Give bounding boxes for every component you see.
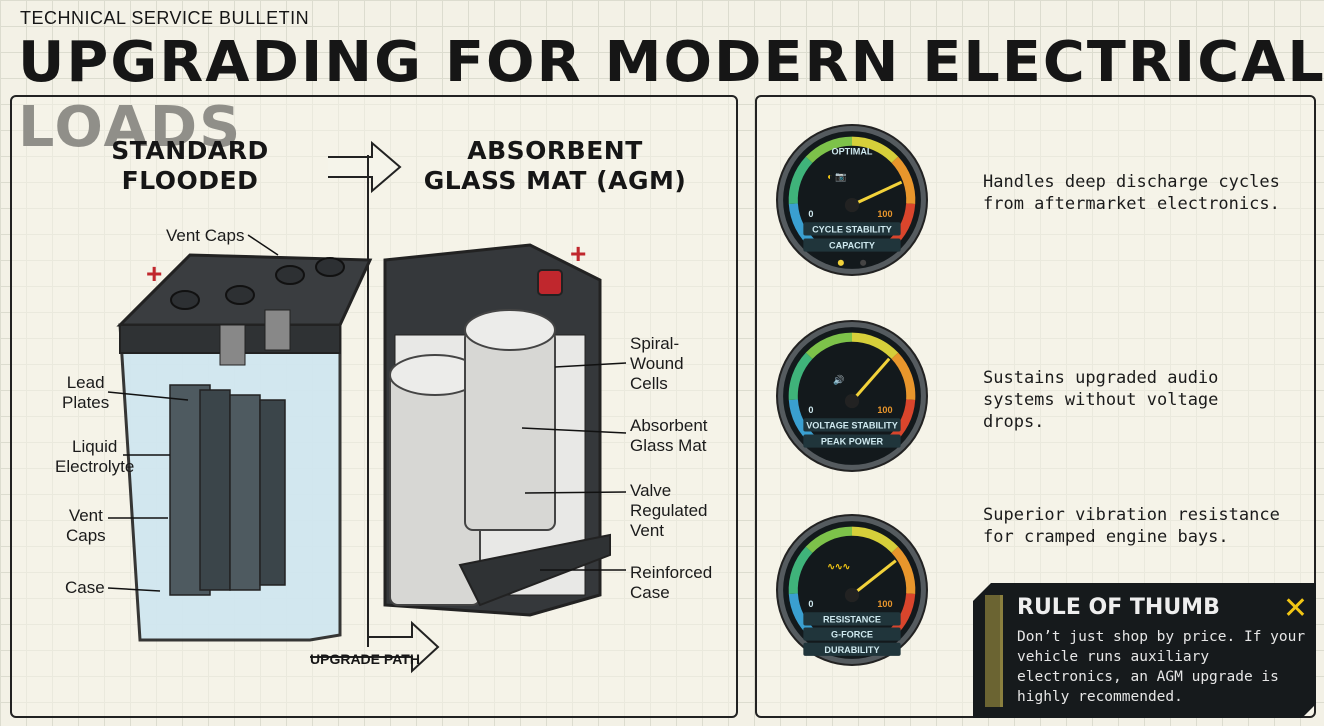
- gauge-min: 0: [808, 209, 813, 219]
- gauge-2: 🔊 0 100 VOLTAGE STABILITY PEAK POWER: [776, 320, 928, 472]
- gauge-label: PEAK POWER: [821, 437, 884, 447]
- positive-terminal-agm: +: [570, 238, 587, 269]
- flooded-battery: [116, 253, 373, 642]
- gauge-3-description: Superior vibration resistance for crampe…: [983, 505, 1280, 547]
- kicker: TECHNICAL SERVICE BULLETIN: [20, 8, 310, 28]
- gauge-label: VOLTAGE STABILITY: [806, 420, 898, 430]
- waveform-icon: ∿∿∿: [827, 562, 850, 572]
- gauge-max: 100: [877, 209, 892, 219]
- gauge-max: 100: [877, 599, 892, 609]
- headlight-camera-icon: ◐ 📷: [827, 172, 846, 182]
- speaker-icon: 🔊: [833, 374, 844, 386]
- gauge-label: DURABILITY: [824, 645, 879, 655]
- gauge-label-bg: [803, 612, 901, 626]
- gauge-label-bg: [803, 238, 901, 252]
- gauge-label-bg: [803, 222, 901, 236]
- gauge-min: 0: [808, 599, 813, 609]
- rule-of-thumb-callout: RULE OF THUMB ✕ Don’t just shop by price…: [973, 583, 1316, 718]
- callout-lines: [107, 234, 627, 592]
- gauge-needle: [851, 180, 903, 207]
- gauge-1: OPTIMAL ◐ 📷 0 100 CYCLE STABILITY CAPACIT…: [776, 123, 928, 276]
- agm-battery: [383, 243, 611, 617]
- upgrade-arrow: [310, 140, 440, 674]
- gauge-label-bg: [803, 434, 901, 448]
- rule-title: RULE OF THUMB: [1017, 595, 1220, 620]
- gauge-needle: [850, 357, 891, 403]
- gauge-2-description: Sustains upgraded audio systems without …: [983, 368, 1219, 432]
- gauge-top-label: OPTIMAL: [832, 146, 873, 156]
- wrench-screwdriver-icon: ✕: [1282, 592, 1308, 625]
- gauge-label: CYCLE STABILITY: [812, 224, 892, 234]
- gauge-label: G-FORCE: [831, 630, 873, 640]
- gauge-needle: [851, 559, 897, 597]
- gauge-label-bg: [803, 627, 901, 641]
- label-case: Case: [65, 578, 105, 597]
- gauge-label: CAPACITY: [829, 241, 875, 251]
- rule-body: Don’t just shop by price. If your vehicl…: [1017, 629, 1306, 705]
- gauge-label: RESISTANCE: [823, 614, 881, 624]
- gauge-label-bg: [803, 642, 901, 656]
- accent-bar: [985, 595, 1003, 707]
- battery-illustration: [107, 140, 627, 674]
- label-vent-caps-top: Vent Caps: [166, 226, 245, 245]
- gauge-1-description: Handles deep discharge cycles from after…: [983, 172, 1280, 214]
- gauge-min: 0: [808, 405, 813, 415]
- gauge-label-bg: [803, 418, 901, 432]
- upgrade-path-label: UPGRADE PATH: [310, 651, 420, 667]
- gauge-max: 100: [877, 405, 892, 415]
- positive-terminal-flooded: +: [146, 258, 163, 289]
- gauge-3: ∿∿∿ 0 100 RESISTANCE G-FORCE DURABILITY: [776, 514, 928, 666]
